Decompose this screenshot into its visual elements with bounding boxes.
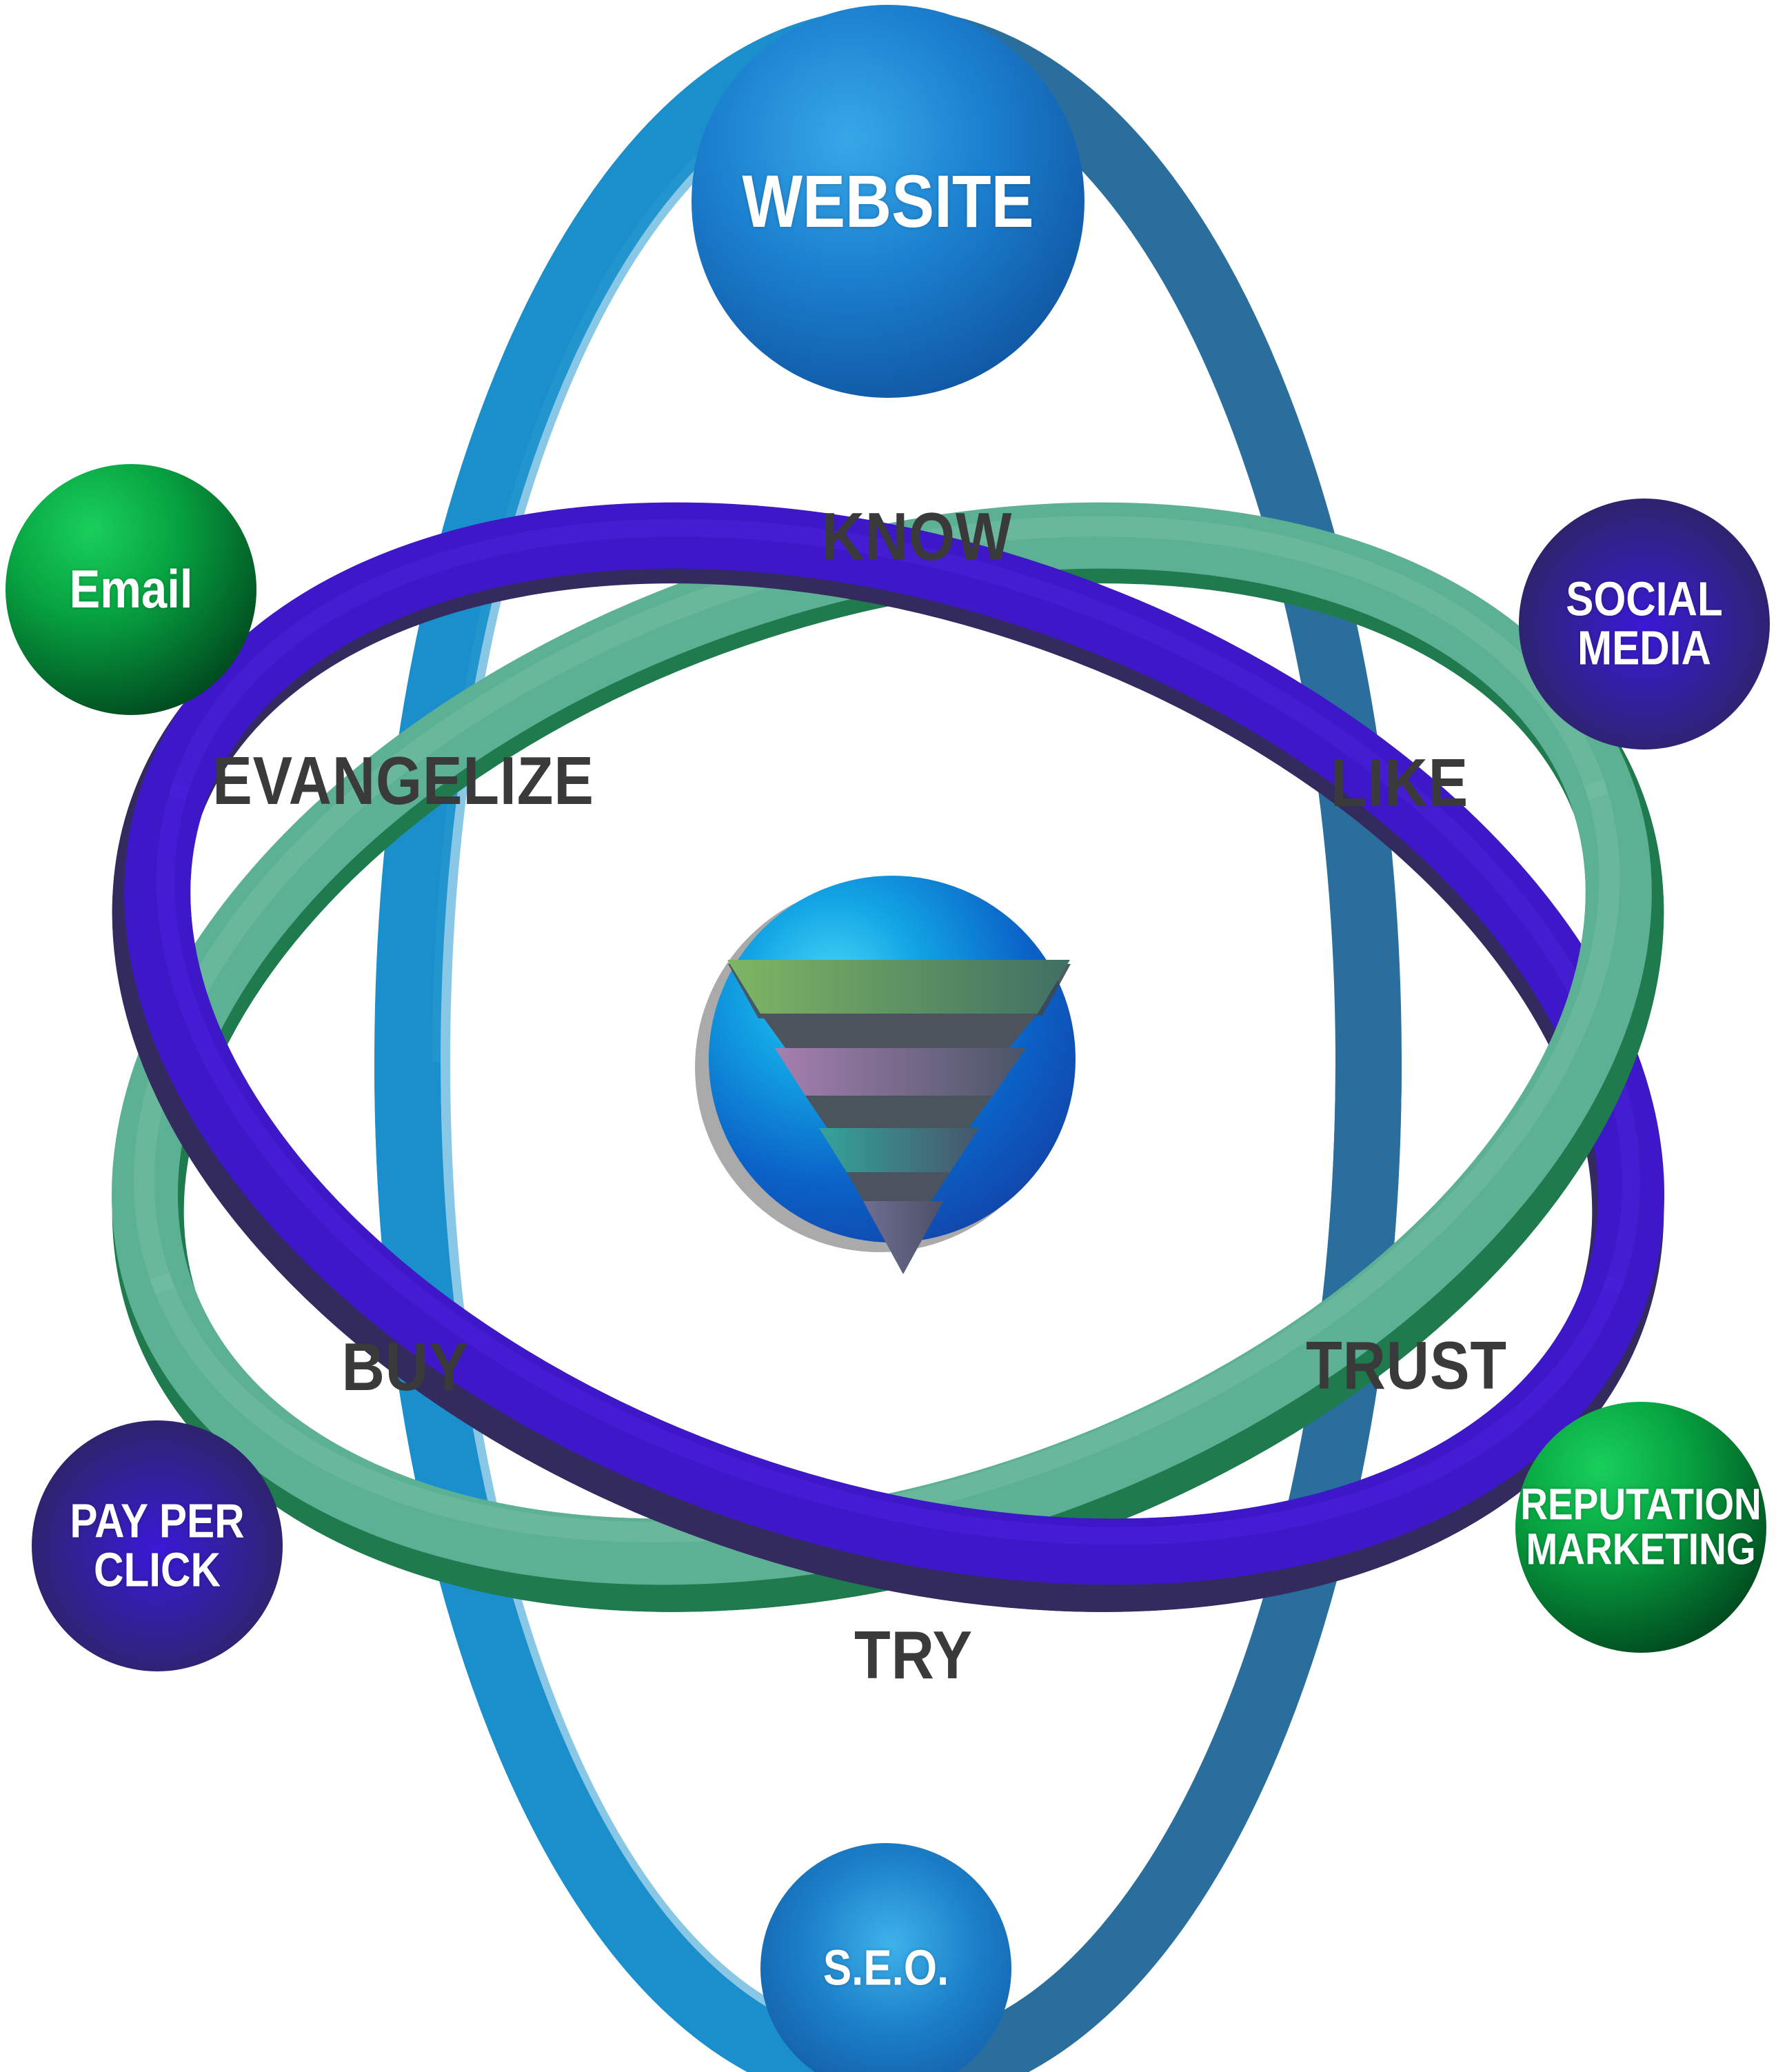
node-label-email: Email [69,559,193,620]
center-sphere-group [695,876,1076,1274]
stage-label-try: TRY [854,1617,973,1693]
node-sphere-website[interactable] [692,5,1084,398]
orbit-purple-diagonal-front [112,782,1647,1612]
stage-label-buy: BUY [341,1329,470,1405]
node-sphere-social-media[interactable] [1519,499,1770,750]
stage-label-like: LIKE [1331,745,1469,821]
stage-label-know: KNOW [821,499,1013,574]
node-sphere-seo[interactable] [760,1843,1011,2072]
node-label-pay-per-click: PAY PER CLICK [70,1493,245,1597]
node-label-social-media: SOCIAL MEDIA [1566,572,1723,675]
stage-label-evangelize: EVANGELIZE [212,743,594,818]
node-label-seo: S.E.O. [823,1940,949,1996]
funnel-icon [727,960,1071,1274]
node-sphere-email[interactable] [6,464,256,715]
orbit-green-diagonal-front [129,778,1664,1612]
node-sphere-pay-per-click[interactable] [32,1420,283,1671]
node-sphere-reputation-marketing[interactable] [1515,1402,1766,1653]
node-label-reputation-marketing: REPUTATION MARKETING [1520,1479,1762,1574]
stage-label-trust: TRUST [1306,1327,1507,1403]
node-label-website: WEBSITE [742,159,1034,243]
